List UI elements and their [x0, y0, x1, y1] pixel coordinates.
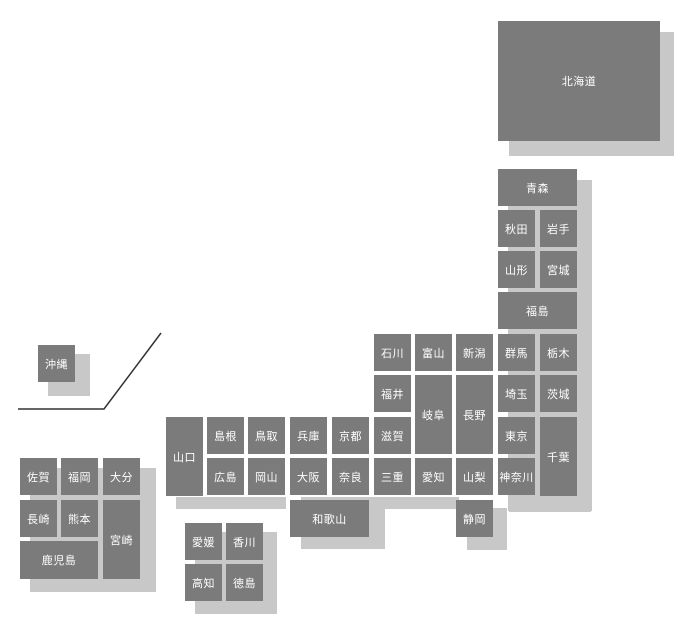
pref-shiga[interactable]: 滋賀 — [374, 417, 411, 454]
pref-okayama[interactable]: 岡山 — [248, 458, 285, 495]
pref-kyoto[interactable]: 京都 — [332, 417, 369, 454]
pref-yamanashi[interactable]: 山梨 — [456, 458, 493, 495]
pref-kagoshima[interactable]: 鹿児島 — [20, 541, 98, 579]
pref-akita[interactable]: 秋田 — [498, 210, 535, 247]
pref-toyama[interactable]: 富山 — [415, 334, 452, 371]
pref-shizuoka[interactable]: 静岡 — [456, 500, 493, 537]
pref-tochigi[interactable]: 栃木 — [540, 334, 577, 371]
pref-nara[interactable]: 奈良 — [332, 458, 369, 495]
pref-hyogo[interactable]: 兵庫 — [290, 417, 327, 454]
pref-kagawa[interactable]: 香川 — [226, 523, 263, 560]
pref-fukui[interactable]: 福井 — [374, 375, 411, 412]
chugoku-shadow — [176, 497, 286, 509]
pref-shimane[interactable]: 島根 — [207, 417, 244, 454]
pref-hokkaido[interactable]: 北海道 — [498, 21, 660, 141]
pref-hiroshima[interactable]: 広島 — [207, 458, 244, 495]
pref-ehime[interactable]: 愛媛 — [185, 523, 222, 560]
pref-okinawa[interactable]: 沖縄 — [38, 345, 75, 382]
pref-kanagawa[interactable]: 神奈川 — [498, 458, 535, 495]
pref-nagano[interactable]: 長野 — [456, 375, 493, 454]
pref-tokyo[interactable]: 東京 — [498, 417, 535, 454]
pref-mie[interactable]: 三重 — [374, 458, 411, 495]
pref-yamaguchi[interactable]: 山口 — [166, 417, 203, 496]
pref-saga[interactable]: 佐賀 — [20, 458, 57, 495]
pref-fukushima[interactable]: 福島 — [498, 292, 577, 329]
pref-miyagi[interactable]: 宮城 — [540, 251, 577, 288]
pref-gunma[interactable]: 群馬 — [498, 334, 535, 371]
pref-ibaraki[interactable]: 茨城 — [540, 375, 577, 412]
pref-wakayama[interactable]: 和歌山 — [290, 500, 369, 537]
pref-fukuoka[interactable]: 福岡 — [61, 458, 98, 495]
pref-saitama[interactable]: 埼玉 — [498, 375, 535, 412]
pref-aomori[interactable]: 青森 — [498, 169, 577, 206]
pref-oita[interactable]: 大分 — [103, 458, 140, 495]
pref-kochi[interactable]: 高知 — [185, 564, 222, 601]
pref-niigata[interactable]: 新潟 — [456, 334, 493, 371]
pref-chiba[interactable]: 千葉 — [540, 417, 577, 496]
pref-miyazaki[interactable]: 宮崎 — [103, 500, 140, 579]
kanto-shadow — [509, 500, 591, 512]
pref-ishikawa[interactable]: 石川 — [374, 334, 411, 371]
chubu-shadow — [383, 497, 459, 509]
pref-gifu[interactable]: 岐阜 — [415, 375, 452, 454]
pref-nagasaki[interactable]: 長崎 — [20, 500, 57, 537]
pref-tottori[interactable]: 鳥取 — [248, 417, 285, 454]
pref-tokushima[interactable]: 徳島 — [226, 564, 263, 601]
pref-aichi[interactable]: 愛知 — [415, 458, 452, 495]
pref-kumamoto[interactable]: 熊本 — [61, 500, 98, 537]
pref-iwate[interactable]: 岩手 — [540, 210, 577, 247]
pref-osaka[interactable]: 大阪 — [290, 458, 327, 495]
pref-yamagata[interactable]: 山形 — [498, 251, 535, 288]
